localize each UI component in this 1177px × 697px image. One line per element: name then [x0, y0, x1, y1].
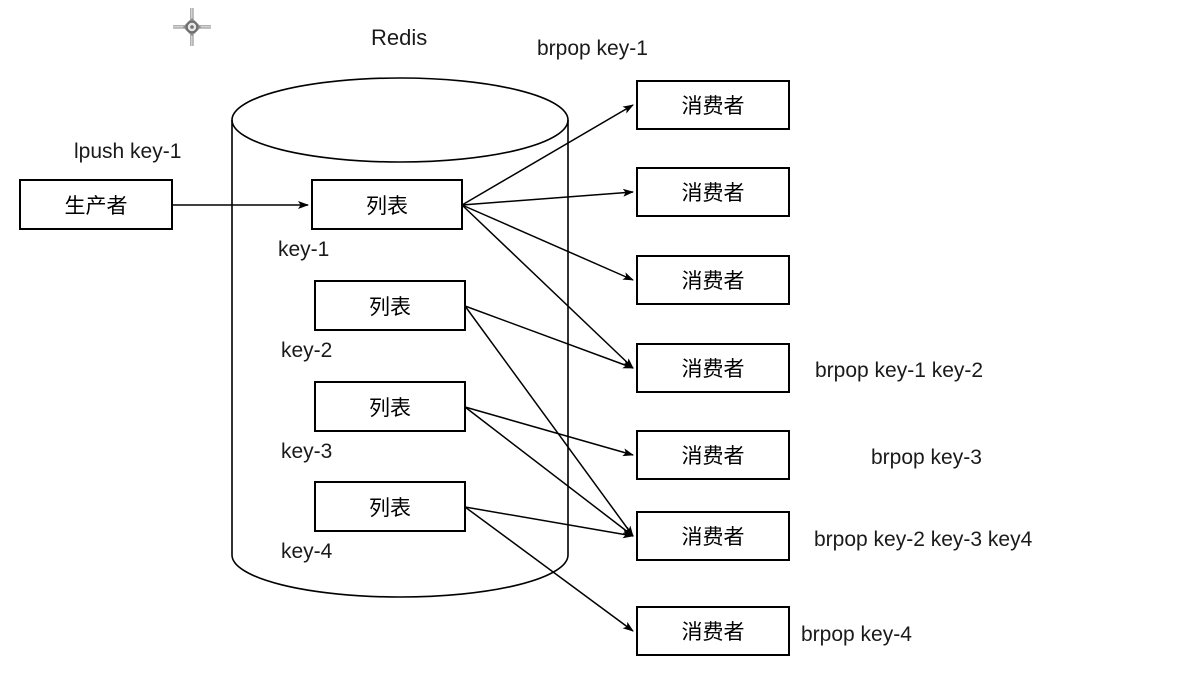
key-label-key-1: key-1 [278, 238, 329, 261]
brpop-command-label-4: brpop key-1 key-2 [815, 359, 983, 382]
edge-list-key-4-to-consumer-6 [464, 506, 634, 539]
cylinder-body [231, 120, 569, 598]
producer-box[interactable] [19, 179, 173, 230]
consumer-label-5: 消费者 [682, 445, 745, 468]
key-label-key-2: key-2 [281, 339, 332, 362]
consumer-label-1: 消费者 [682, 95, 745, 118]
brpop-command-label-1: brpop key-1 [537, 37, 648, 60]
consumer-label-4: 消费者 [682, 358, 745, 381]
key-label-key-3: key-3 [281, 440, 332, 463]
consumer-box-3[interactable] [636, 255, 790, 305]
lpush-command-label: lpush key-1 [74, 140, 181, 163]
producer-node[interactable]: 生产者 [19, 179, 173, 230]
consumer-box-2[interactable] [636, 167, 790, 217]
consumer-node-1[interactable]: 消费者 [636, 80, 790, 130]
consumer-box-5[interactable] [636, 430, 790, 480]
list-label-key-1: 列表 [366, 195, 408, 218]
consumer-label-6: 消费者 [682, 526, 745, 549]
consumer-node-4[interactable]: 消费者 [636, 343, 790, 393]
list-label-key-4: 列表 [369, 497, 411, 520]
consumer-box-4[interactable] [636, 343, 790, 393]
list-label-key-2: 列表 [369, 296, 411, 319]
list-node-key-2[interactable]: 列表 [314, 280, 466, 331]
brpop-command-label-6: brpop key-2 key-3 key4 [814, 528, 1033, 551]
list-box-key-2[interactable] [314, 280, 466, 331]
redis-title: Redis [371, 25, 427, 50]
list-box-key-1[interactable] [311, 179, 463, 230]
edge-group [172, 104, 634, 632]
edge-list-key-3-to-consumer-6 [464, 406, 634, 537]
list-node-key-3[interactable]: 列表 [314, 381, 466, 432]
consumer-label-2: 消费者 [682, 182, 745, 205]
producer-label: 生产者 [65, 195, 128, 218]
redis-cylinder [231, 77, 569, 598]
edge-list-key-1-to-consumer-3 [461, 204, 634, 281]
consumer-box-6[interactable] [636, 511, 790, 561]
key-label-key-4: key-4 [281, 540, 333, 563]
edge-list-key-2-to-consumer-6 [464, 305, 634, 537]
consumer-label-7: 消费者 [682, 621, 745, 644]
edge-list-key-1-to-consumer-1 [461, 104, 634, 206]
list-box-key-4[interactable] [314, 481, 466, 532]
list-box-key-3[interactable] [314, 381, 466, 432]
edge-list-key-2-to-consumer-4 [464, 305, 634, 369]
edge-list-key-1-to-consumer-2 [461, 188, 634, 206]
consumer-node-6[interactable]: 消费者 [636, 511, 790, 561]
cylinder-top-ellipse [231, 77, 569, 163]
brpop-command-label-7: brpop key-4 [801, 623, 912, 646]
consumer-node-5[interactable]: 消费者 [636, 430, 790, 480]
consumer-label-3: 消费者 [682, 270, 745, 293]
consumer-node-7[interactable]: 消费者 [636, 606, 790, 656]
list-node-key-1[interactable]: 列表 [311, 179, 463, 230]
consumer-node-3[interactable]: 消费者 [636, 255, 790, 305]
edge-list-key-1-to-consumer-4 [461, 204, 634, 369]
consumer-node-2[interactable]: 消费者 [636, 167, 790, 217]
edge-list-key-3-to-consumer-5 [464, 406, 634, 457]
list-node-key-4[interactable]: 列表 [314, 481, 466, 532]
edge-list-key-4-to-consumer-7 [464, 506, 634, 632]
consumer-box-7[interactable] [636, 606, 790, 656]
consumer-box-1[interactable] [636, 80, 790, 130]
list-label-key-3: 列表 [369, 397, 411, 420]
brpop-command-label-5: brpop key-3 [871, 446, 982, 469]
